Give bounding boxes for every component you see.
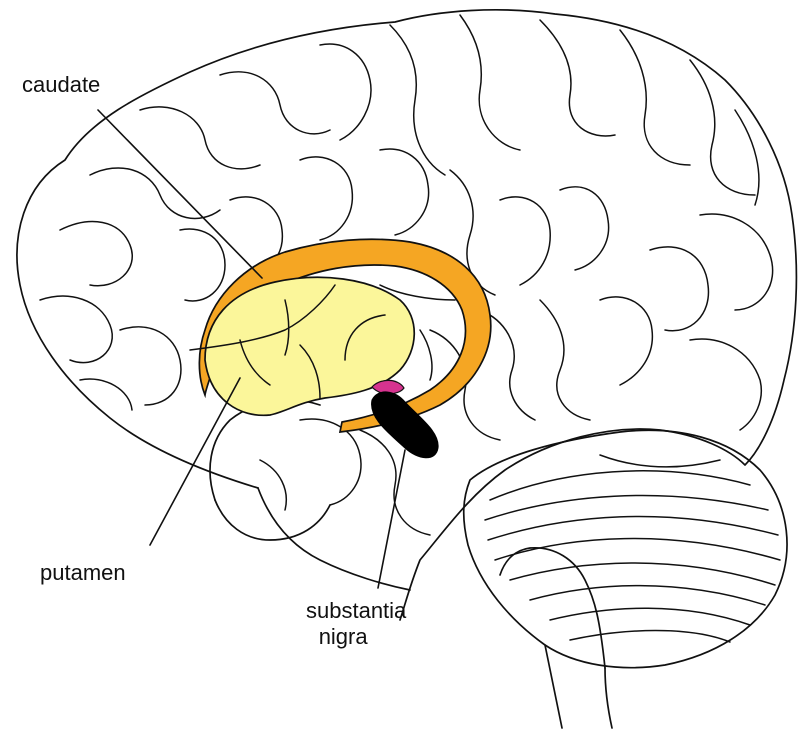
putamen-label: putamen <box>40 560 126 585</box>
putamen-leader-line <box>149 377 241 546</box>
cerebellum-folia <box>484 454 781 643</box>
substantia-nigra-leader-line <box>377 449 406 589</box>
substantia-nigra-shape <box>371 391 439 459</box>
putamen-shape <box>204 276 416 417</box>
substantia-nigra-label: substantia nigra <box>306 598 406 650</box>
gyri <box>39 14 774 536</box>
brain-outline <box>16 9 798 729</box>
caudate-label: caudate <box>22 72 101 97</box>
substantia-nigra-label-line1: substantia <box>306 598 407 623</box>
caudate-leader-line <box>97 109 263 279</box>
substantia-nigra-label-line2: nigra <box>318 624 368 649</box>
